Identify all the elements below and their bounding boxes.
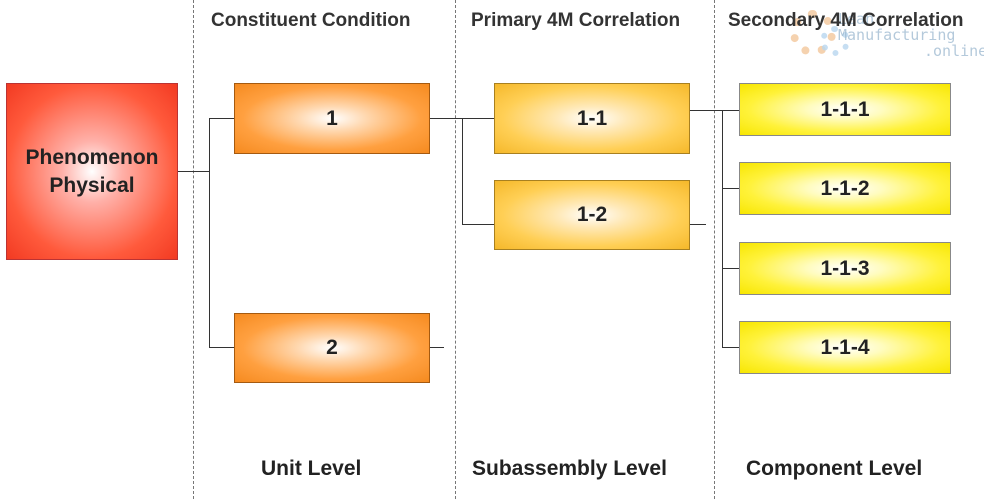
connector-line (722, 188, 739, 189)
connector-line (462, 224, 494, 225)
component-box-1-1-3: 1-1-3 (739, 242, 951, 295)
separator-1 (193, 0, 194, 499)
connector-line (430, 347, 444, 348)
watermark-line-1: Lean (838, 10, 875, 28)
header-primary-correlation: Primary 4M Correlation (471, 10, 681, 31)
phenomenon-line-2: Physical (49, 173, 135, 197)
separator-3 (714, 0, 715, 499)
connector-line (690, 224, 706, 225)
gear-small-icon (820, 26, 850, 56)
phenomenon-line-1: Phenomenon (25, 145, 159, 169)
component-box-1-1-1: 1-1-1 (739, 83, 951, 136)
unit-box-2: 2 (234, 313, 430, 383)
connector-line (209, 118, 210, 347)
phenomenon-box: Phenomenon Physical (6, 83, 178, 260)
connector-line (722, 347, 739, 348)
subassembly-box-1-1: 1-1 (494, 83, 690, 154)
component-box-1-1-4: 1-1-4 (739, 321, 951, 374)
connector-line (209, 118, 234, 119)
watermark-logo: Lean Manufacturing .online (790, 6, 984, 66)
footer-unit-level: Unit Level (261, 457, 362, 480)
footer-component-level: Component Level (746, 457, 923, 480)
header-secondary-correlation: Secondary 4M Correlation (728, 10, 964, 31)
component-box-1-1-2: 1-1-2 (739, 162, 951, 215)
connector-line (722, 110, 723, 347)
footer-subassembly-level: Subassembly Level (472, 457, 667, 480)
connector-line (462, 118, 463, 224)
header-constituent-condition: Constituent Condition (211, 10, 411, 31)
connector-line (722, 268, 739, 269)
subassembly-box-1-2: 1-2 (494, 180, 690, 250)
watermark-line-2: Manufacturing (838, 26, 956, 44)
connector-line (178, 171, 210, 172)
unit-box-1: 1 (234, 83, 430, 154)
watermark-line-3: .online (924, 42, 984, 60)
separator-2 (455, 0, 456, 499)
connector-line (209, 347, 234, 348)
connector-line (690, 110, 739, 111)
